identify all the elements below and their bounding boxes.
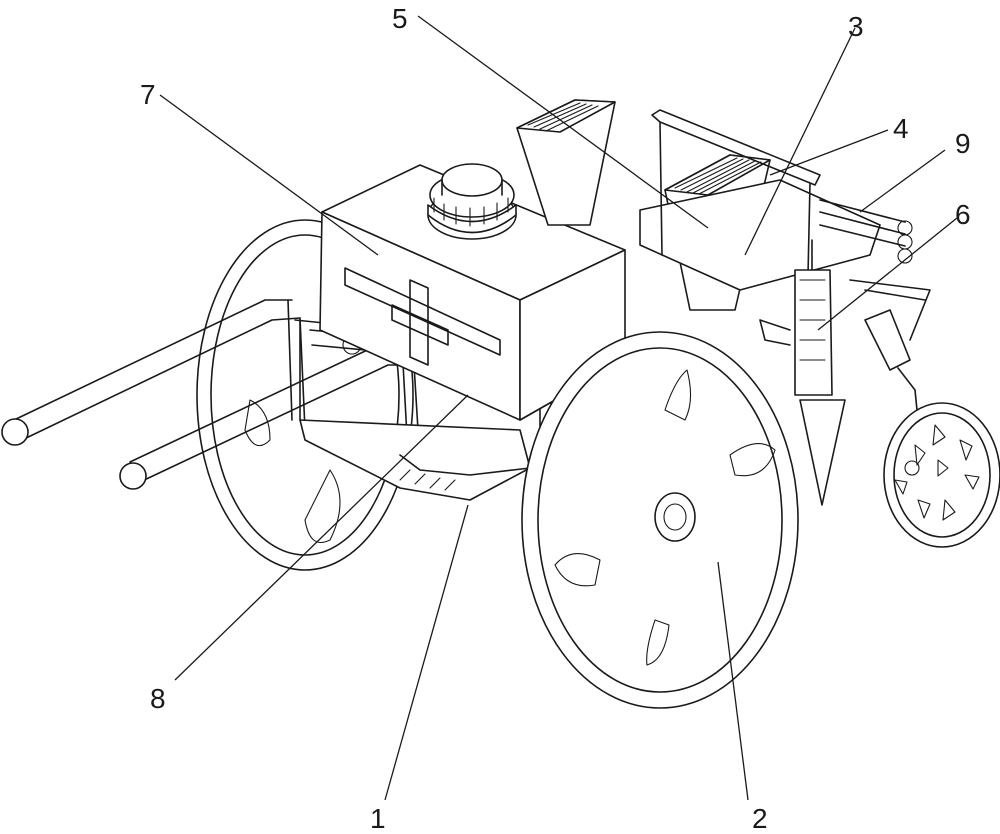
callout-1: 1	[370, 803, 386, 834]
main-wheel	[521, 331, 799, 709]
planter-column	[759, 239, 846, 506]
callout-7: 7	[140, 79, 156, 110]
rear-frame	[639, 109, 931, 341]
callout-8: 8	[150, 683, 166, 714]
filler-cap	[427, 163, 517, 240]
press-wheel	[864, 309, 1000, 548]
rear-left-wheel	[196, 219, 414, 571]
callout-2: 2	[752, 803, 768, 834]
leader-lines	[159, 15, 958, 801]
callout-5: 5	[392, 3, 408, 34]
callout-labels: 5 3 7 4 9 6 8 1 2	[140, 3, 971, 834]
callout-6: 6	[955, 199, 971, 230]
callout-9: 9	[955, 128, 971, 159]
callout-3: 3	[848, 11, 864, 42]
callout-4: 4	[893, 113, 909, 144]
